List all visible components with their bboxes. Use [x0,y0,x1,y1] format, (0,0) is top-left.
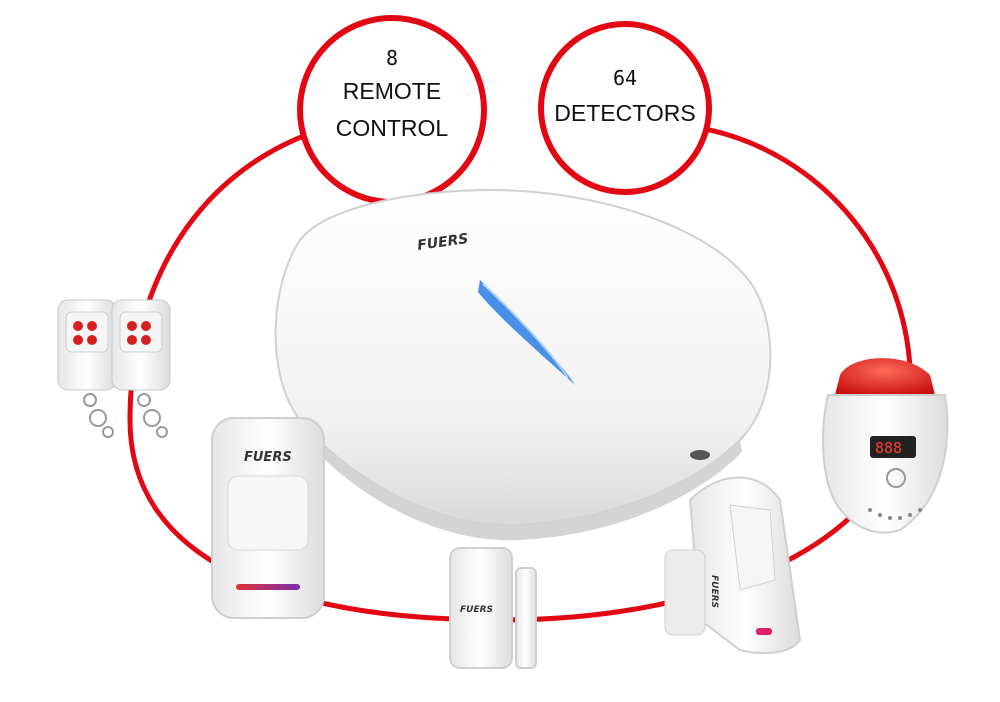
detector-line1: DETECTORS [554,100,696,126]
door-sensor-brand-logo: FUERS [460,605,493,615]
curtain-brand-logo: FUERS [709,575,719,608]
pir-motion-detector: FUERS [211,417,325,619]
remote-badge-text: 8 REMOTE CONTROL [312,46,472,142]
remote-count: 8 [385,46,399,70]
detector-count: 64 [612,66,638,90]
remote-line1: REMOTE [342,78,442,104]
detector-badge-circle [538,21,712,195]
hub-brand-logo: FUERS [416,231,469,254]
siren-display-panel [870,436,916,458]
remote-control-right [111,299,171,438]
curtain-pir-detector: FUERS [664,476,802,654]
detector-badge-text: 64 DETECTORS [545,66,705,127]
remote-line2: CONTROL [335,115,449,141]
siren-smoke-detector: 888 [822,358,949,534]
remote-control-left [57,299,117,438]
pir-brand-logo: FUERS [244,450,292,465]
siren-display-readout: 888 [875,439,902,457]
alarm-hub: FUERS [274,189,772,541]
status-light-bar [478,280,575,385]
door-window-sensor: FUERS [449,547,537,669]
